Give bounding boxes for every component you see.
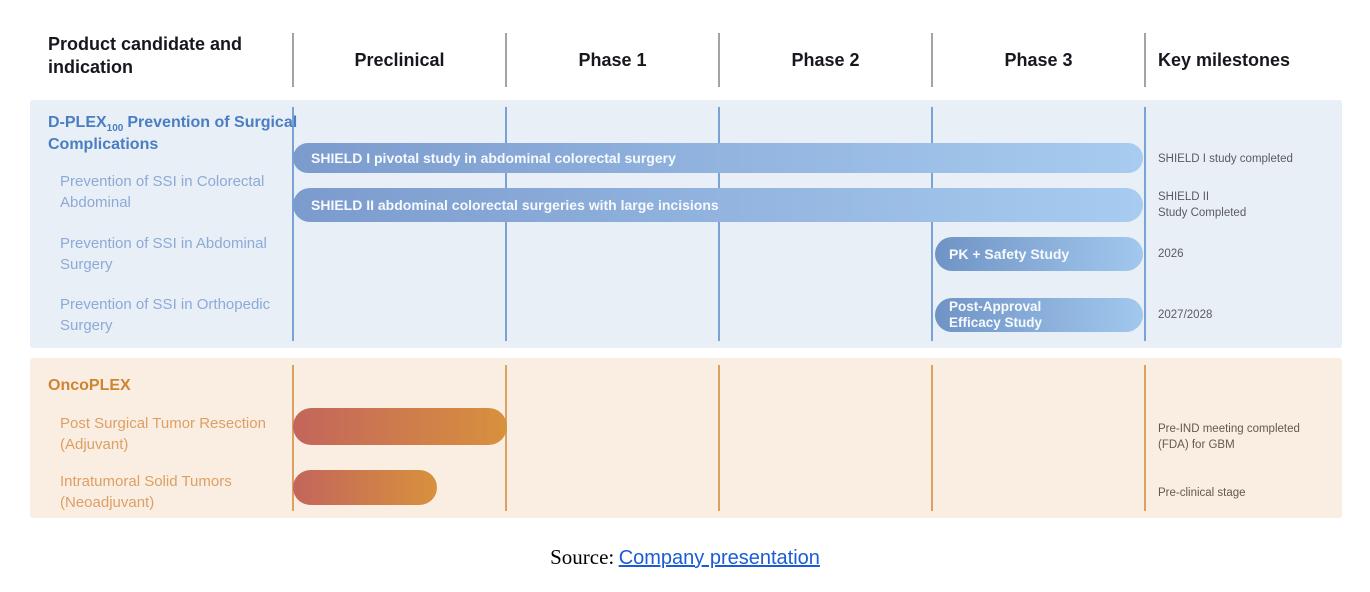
bar-post-approval-efficacy-study: Post-Approval Efficacy Study: [935, 298, 1143, 332]
indication-label-orthopedic-surgery: Prevention of SSI in Orthopedic Surgery: [60, 296, 271, 334]
dplex-title-rest: Prevention of Surgical Complications: [48, 114, 298, 154]
bar-post-surgical-preclinical: [293, 408, 507, 445]
column-header-product: Product candidate and indication: [48, 34, 243, 78]
phase-grid-line: [1144, 365, 1146, 511]
phase-grid-line: [1144, 107, 1146, 341]
header-divider-line: [718, 33, 720, 87]
source-label: Source:: [550, 545, 615, 569]
milestone-shield1-completed: SHIELD I study completed: [1158, 153, 1293, 165]
milestone-2026: 2026: [1158, 248, 1184, 260]
phase-grid-line: [505, 107, 507, 341]
header-divider-line: [292, 33, 294, 87]
dplex-product-name: D-PLEX: [48, 114, 107, 131]
column-header-key-milestones: Key milestones: [1158, 50, 1291, 70]
bar-shield2-study: SHIELD II abdominal colorectal surgeries…: [293, 188, 1143, 222]
milestone-shield2-completed: SHIELD II Study Completed: [1158, 191, 1247, 219]
column-header-preclinical: Preclinical: [354, 50, 445, 70]
phase-grid-line: [292, 107, 294, 341]
column-header-phase1: Phase 1: [578, 50, 647, 70]
oncoplex-section-title: OncoPLEX: [48, 377, 131, 394]
phase-grid-line: [718, 365, 720, 511]
dplex-subscript: 100: [106, 123, 124, 135]
column-header-phase2: Phase 2: [791, 50, 860, 70]
oncoplex-section: OncoPLEX Post Surgical Tumor Resection (…: [30, 358, 1342, 518]
phase-grid-line: [505, 365, 507, 511]
phase-grid-line: [931, 365, 933, 511]
indication-label-intratumoral-solid: Intratumoral Solid Tumors (Neoadjuvant): [60, 473, 232, 511]
phase-grid-line: [292, 365, 294, 511]
indication-label-abdominal-surgery: Prevention of SSI in Abdominal Surgery: [60, 235, 267, 273]
company-presentation-link[interactable]: Company presentation: [618, 547, 820, 569]
indication-label-colorectal-abdominal: Prevention of SSI in Colorectal Abdomina…: [60, 173, 265, 211]
header-divider-line: [1144, 33, 1146, 87]
indication-label-post-surgical-tumor: Post Surgical Tumor Resection (Adjuvant): [60, 415, 266, 453]
bar-intratumoral-preclinical: [293, 470, 437, 505]
milestone-2027-2028: 2027/2028: [1158, 309, 1213, 321]
header-divider-line: [931, 33, 933, 87]
bar-pk-safety-study: PK + Safety Study: [935, 237, 1143, 271]
column-header-phase3: Phase 3: [1004, 50, 1073, 70]
source-line: Source: Company presentation: [0, 545, 1370, 570]
bar-shield1-study: SHIELD I pivotal study in abdominal colo…: [293, 143, 1143, 173]
phase-grid-line: [718, 107, 720, 341]
header-divider-line: [505, 33, 507, 87]
phase-grid-line: [931, 107, 933, 341]
milestone-pre-ind-completed: Pre-IND meeting completed (FDA) for GBM: [1158, 423, 1300, 451]
milestone-preclinical-stage: Pre-clinical stage: [1158, 487, 1246, 499]
